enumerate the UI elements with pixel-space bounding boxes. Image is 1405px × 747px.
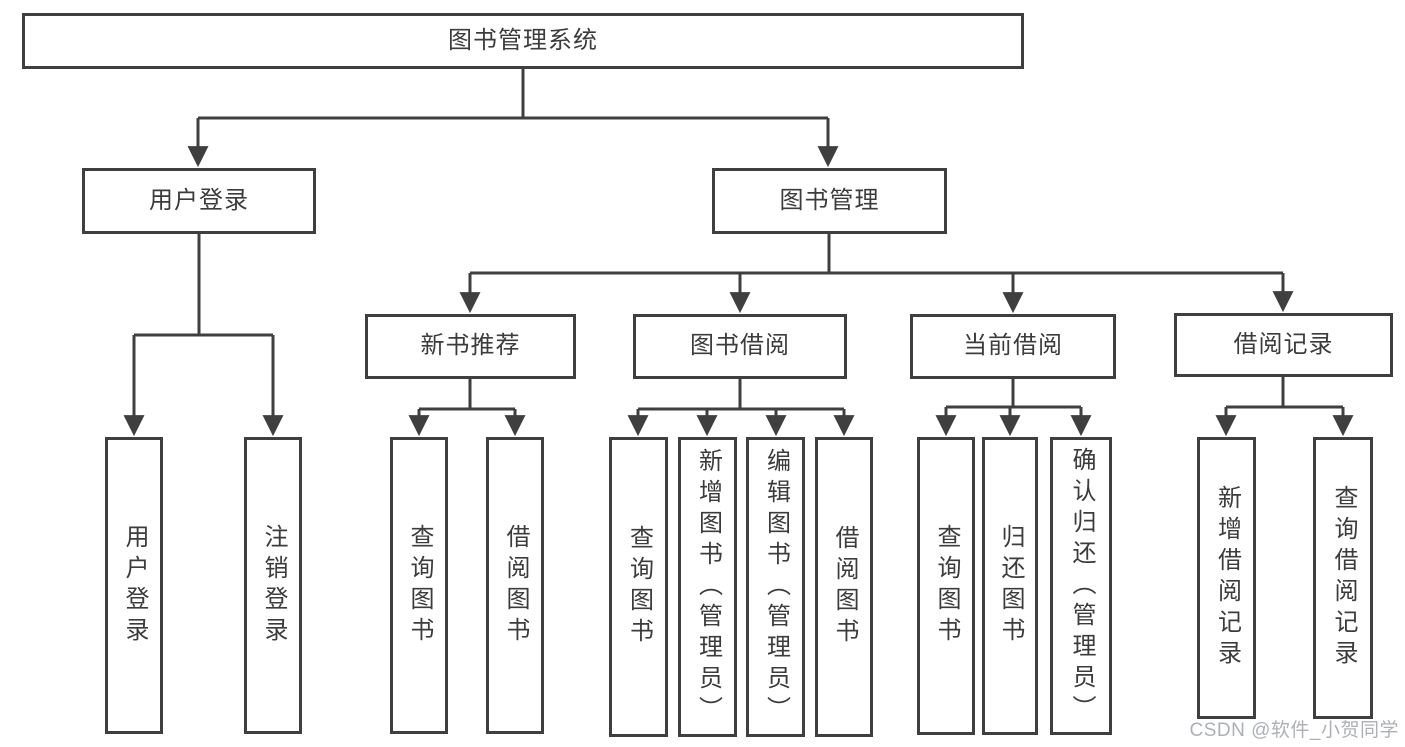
leaf-newbooks-borrow-books-label: 借阅图书 <box>502 523 529 648</box>
leaf-current-return-books: 归还图书 <box>982 437 1038 735</box>
leaf-borrow-query-books: 查询图书 <box>609 437 668 737</box>
leaf-current-confirm-return-admin-label: 确认归还（管理员） <box>1068 446 1095 726</box>
leaf-user-login-label: 用户登录 <box>121 523 148 648</box>
leaf-user-login: 用户登录 <box>105 437 163 734</box>
leaf-current-query-books: 查询图书 <box>917 437 975 735</box>
leaf-borrow-query-books-label: 查询图书 <box>625 525 653 649</box>
csdn-watermark: CSDN @软件_小贺同学 <box>1189 720 1399 741</box>
node-current-borrowing: 当前借阅 <box>910 314 1116 379</box>
leaf-newbooks-query-books: 查询图书 <box>390 437 448 734</box>
node-book-management: 图书管理 <box>712 168 947 234</box>
node-root-label: 图书管理系统 <box>448 26 598 54</box>
leaf-records-query-record-label: 查询借阅记录 <box>1330 485 1357 671</box>
leaf-logout: 注销登录 <box>244 437 302 734</box>
leaf-current-query-books-label: 查询图书 <box>933 524 960 648</box>
leaf-records-query-record: 查询借阅记录 <box>1313 437 1373 719</box>
leaf-records-add-record: 新增借阅记录 <box>1197 437 1256 719</box>
node-borrowing-records-label: 借阅记录 <box>1233 330 1334 358</box>
node-book-borrowing: 图书借阅 <box>633 314 847 379</box>
node-new-book-recommendation: 新书推荐 <box>365 314 576 379</box>
leaf-newbooks-borrow-books: 借阅图书 <box>486 437 544 734</box>
leaf-borrow-edit-books-admin-label: 编辑图书（管理员） <box>762 447 790 727</box>
leaf-borrow-borrow-books: 借阅图书 <box>815 437 873 737</box>
node-user-login-label: 用户登录 <box>149 186 249 214</box>
leaf-current-confirm-return-admin: 确认归还（管理员） <box>1050 437 1112 735</box>
node-root: 图书管理系统 <box>22 13 1024 69</box>
leaf-borrow-edit-books-admin: 编辑图书（管理员） <box>746 437 805 737</box>
node-user-login: 用户登录 <box>82 168 316 234</box>
leaf-newbooks-query-books-label: 查询图书 <box>406 523 433 648</box>
leaf-records-add-record-label: 新增借阅记录 <box>1213 485 1241 671</box>
leaf-borrow-borrow-books-label: 借阅图书 <box>831 525 858 649</box>
leaf-borrow-add-books-admin: 新增图书（管理员） <box>678 437 737 737</box>
leaf-current-return-books-label: 归还图书 <box>997 524 1024 648</box>
node-new-book-recommendation-label: 新书推荐 <box>420 332 521 360</box>
leaf-logout-label: 注销登录 <box>260 523 287 648</box>
node-book-borrowing-label: 图书借阅 <box>690 332 790 360</box>
node-book-management-label: 图书管理 <box>779 186 880 214</box>
node-current-borrowing-label: 当前借阅 <box>963 332 1063 360</box>
leaf-borrow-add-books-admin-label: 新增图书（管理员） <box>694 447 722 727</box>
node-borrowing-records: 借阅记录 <box>1174 313 1393 377</box>
